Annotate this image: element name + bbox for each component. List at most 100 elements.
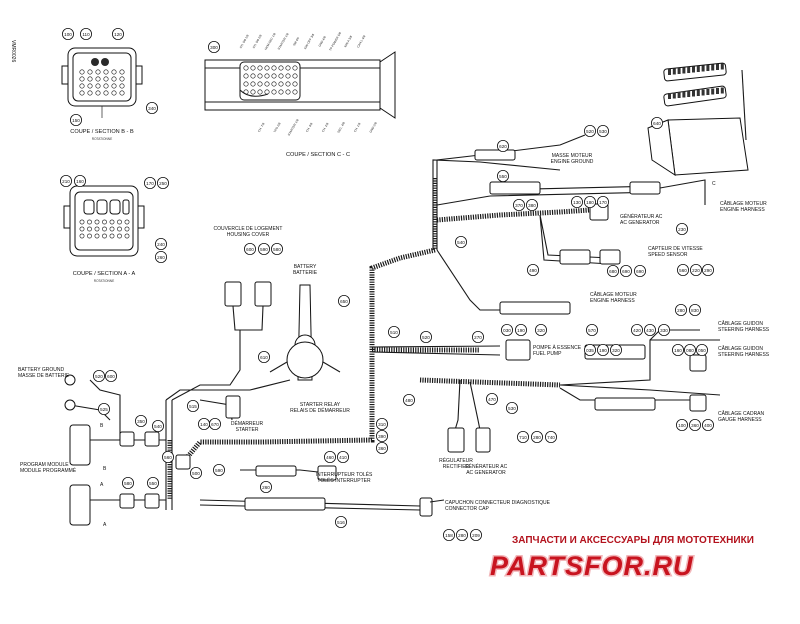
svg-text:150: 150 [72,118,80,123]
label-engine-harness-top-line-2: ENGINE HARNESS [720,207,765,213]
svg-text:550: 550 [149,481,157,486]
pin-label: STARTER 1/8 [277,32,290,51]
label-gauge-harness-line-1: CÂBLAGE CADRAN [718,410,765,417]
label-diagnostic-cap-line-1: CAPUCHON CONNECTEUR DIAGNOSTIQUE [445,500,551,506]
pin-label: GND 2/8 [368,121,377,133]
label-ac-generator-bot-line-1: GÉNÉRATEUR AC [465,463,508,470]
callout-c360b: 360 [689,418,702,431]
label-starter-relay-line-1: STARTER RELAY [300,402,341,408]
svg-text:080: 080 [686,348,694,353]
callout-c035: 035 [584,343,597,356]
callout-c250: 250 [156,176,169,189]
svg-text:516: 516 [337,520,345,525]
pin-label: TP POWER 6/8 [328,31,342,51]
callout-c560: 560 [677,263,690,276]
label-fuel-pump-line-1: POMPE À ESSENCE [533,344,582,351]
svg-text:400: 400 [704,423,712,428]
pin-label: CH. 7/8 [257,122,266,133]
callout-c525L: 525 [98,402,111,415]
label-ac-generator-top-line-2: AC GENERATOR [620,220,660,226]
callout-c460: 460 [323,450,336,463]
callout-c300: 300 [207,41,220,54]
label-housing-cover-line-1: COUVERCLE DE LOGEMENT [214,226,283,232]
callout-c230: 230 [676,222,689,235]
pin-label: CH. 0/8 1/8 [239,34,250,49]
pin-label: STARTER 1/8 [287,118,300,137]
callout-c420: 420 [631,323,644,336]
label-right-steering-line-2: STEERING HARNESS [718,352,770,358]
label-battery-line-2: BATTERIE [293,270,318,276]
callout-c170: 170 [143,176,156,189]
svg-text:550: 550 [499,174,507,179]
svg-text:480: 480 [405,398,413,403]
svg-text:390: 390 [378,434,386,439]
callout-c830: 830 [689,303,702,316]
svg-text:190: 190 [517,328,525,333]
svg-text:310: 310 [378,422,386,427]
svg-text:580: 580 [273,247,281,252]
callout-c640: 640 [651,117,664,130]
callout-c030: 030 [500,323,513,336]
callout-c280b: 280 [455,529,468,542]
pin-label: IGN OFF 3/8 [303,33,315,50]
svg-text:220: 220 [692,268,700,273]
pin-label: CH. 1/8 [353,122,362,133]
watermark-brand-outline: PARTSFOR.RU [490,551,694,581]
svg-text:640: 640 [653,121,661,126]
svg-text:280: 280 [458,533,466,538]
svg-text:590: 590 [215,468,223,473]
callout-c120: 120 [112,27,125,40]
callout-c580: 580 [270,242,283,255]
callout-c690: 690 [620,264,633,277]
callout-c650: 650 [337,294,350,307]
section-letter-c: C [712,181,716,187]
callout-c400: 400 [702,418,715,431]
callout-c540L: 540 [151,419,164,432]
connector-detail-top-right [647,62,749,177]
svg-text:830: 830 [691,308,699,313]
svg-text:290: 290 [704,268,712,273]
label-starter-line-2: STARTER [236,427,259,433]
label-tether-switch-line-2: TOLÉS INTERRUPTER [317,477,371,484]
callout-c260b: 260 [259,480,272,493]
svg-text:570: 570 [588,328,596,333]
pin-label: HCM-SEC 1/8 [264,32,277,51]
svg-text:340: 340 [148,106,156,111]
label-diagnostic-cap-line-2: CONNECTOR CAP [445,506,489,512]
callout-c260: 260 [154,250,167,263]
svg-text:430: 430 [646,328,654,333]
svg-text:520: 520 [422,335,430,340]
callout-c100b: 100 [676,418,689,431]
section-letter-b-1: B [100,423,104,429]
svg-text:100: 100 [64,32,72,37]
label-fuel-pump-line-2: FUEL PUMP [533,351,562,357]
callout-c240: 240 [154,237,167,250]
pin-label: SM 4/5 [292,36,300,47]
callout-c280: 280 [675,303,688,316]
callout-c380: 380 [526,198,539,211]
svg-text:190: 190 [599,348,607,353]
svg-text:180: 180 [586,200,594,205]
callout-c695: 690 [634,264,647,277]
callout-c430: 430 [644,323,657,336]
label-speed-sensor-line-2: SPEED SENSOR [648,252,688,258]
svg-text:130: 130 [573,200,581,205]
svg-text:650: 650 [340,299,348,304]
svg-text:520: 520 [95,374,103,379]
pin-label: SEC. 4/8 [336,121,346,134]
label-battery-ground-line-1: BATTERY GROUND [18,367,65,373]
svg-text:460: 460 [326,455,334,460]
svg-text:140: 140 [200,422,208,427]
callout-c180: 180 [584,195,597,208]
label-engine-harness-top-line-1: CÂBLAGE MOTEUR [720,200,767,207]
svg-text:510: 510 [390,330,398,335]
svg-text:690: 690 [636,269,644,274]
svg-text:590: 590 [260,247,268,252]
label-engine-harness-mid-line-1: CÂBLAGE MOTEUR [590,291,637,298]
callout-c525: 520 [419,330,432,343]
label-rectifier-line-2: RECTIFIER [443,464,470,470]
callout-c270: 270 [471,330,484,343]
callout-c500: 500 [189,466,202,479]
callout-c325: 320 [610,343,623,356]
